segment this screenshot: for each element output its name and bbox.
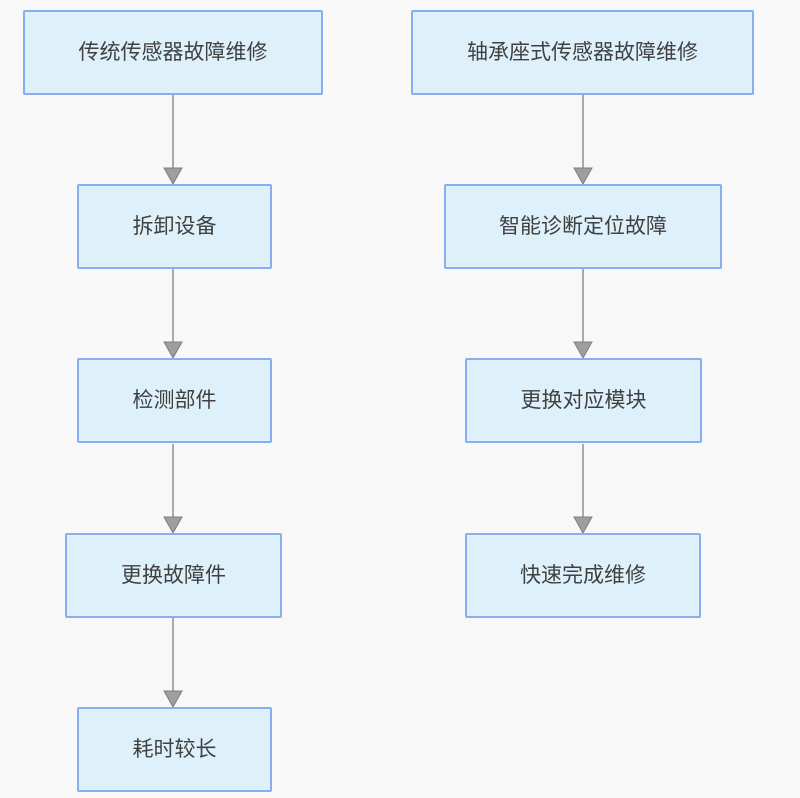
flow-node-bearing-sensor-title: 轴承座式传感器故障维修 <box>411 10 754 95</box>
node-label: 轴承座式传感器故障维修 <box>467 41 698 64</box>
flow-node-replace-faulty-part: 更换故障件 <box>65 533 282 618</box>
down-arrow-icon <box>163 444 183 533</box>
down-arrow-icon <box>163 269 183 358</box>
node-label: 更换对应模块 <box>520 389 647 412</box>
node-label: 耗时较长 <box>132 738 217 761</box>
flow-node-time-consuming: 耗时较长 <box>77 707 272 792</box>
flow-node-inspect-parts: 检测部件 <box>77 358 272 443</box>
down-arrow-icon <box>573 269 593 358</box>
down-arrow-icon <box>573 444 593 533</box>
node-label: 更换故障件 <box>121 564 226 587</box>
flow-node-traditional-title: 传统传感器故障维修 <box>23 10 323 95</box>
flow-node-replace-module: 更换对应模块 <box>465 358 702 443</box>
down-arrow-icon <box>573 95 593 184</box>
node-label: 拆卸设备 <box>132 215 217 238</box>
flow-node-quick-repair-done: 快速完成维修 <box>465 533 701 618</box>
node-label: 智能诊断定位故障 <box>499 215 667 238</box>
node-label: 传统传感器故障维修 <box>78 41 268 64</box>
flow-node-smart-diagnosis: 智能诊断定位故障 <box>444 184 722 269</box>
flow-node-disassemble-equipment: 拆卸设备 <box>77 184 272 269</box>
node-label: 快速完成维修 <box>520 564 646 587</box>
node-label: 检测部件 <box>132 389 217 412</box>
down-arrow-icon <box>163 618 183 707</box>
down-arrow-icon <box>163 95 183 184</box>
